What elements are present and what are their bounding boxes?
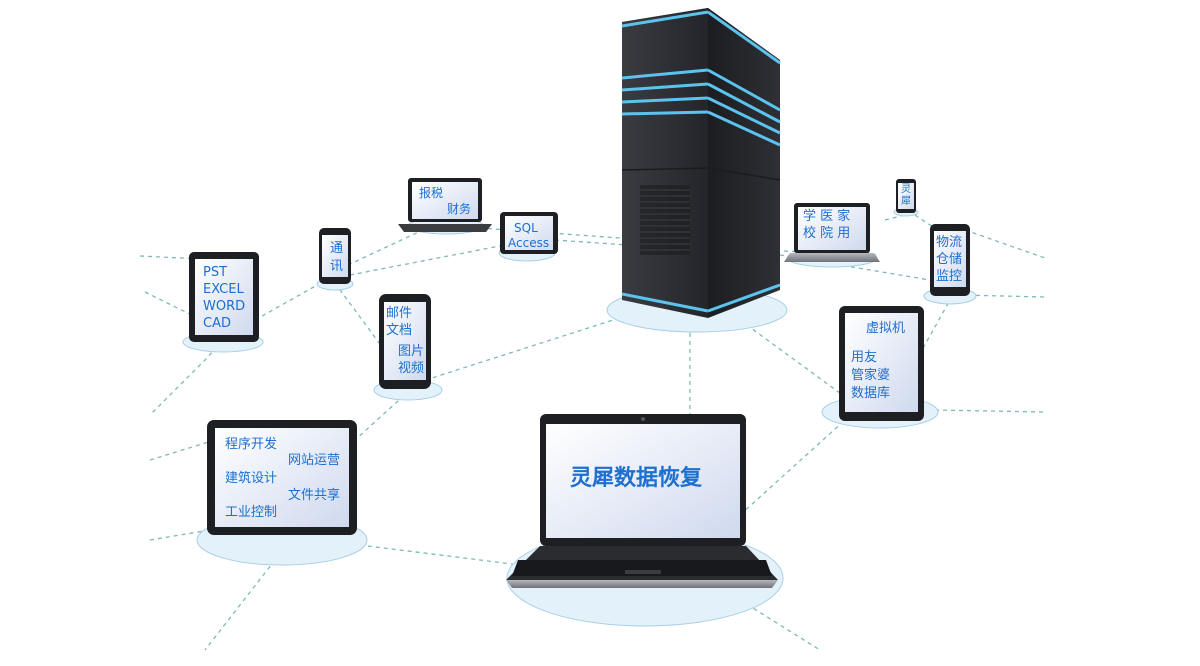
label-dev-2: 网站运营 bbox=[288, 453, 341, 468]
label-comm-1: 通 bbox=[330, 241, 344, 256]
mail-phone bbox=[379, 294, 431, 389]
label-dev-1: 程序开发 bbox=[225, 437, 278, 452]
connection-line bbox=[144, 291, 223, 331]
label-video: 视频 bbox=[398, 361, 425, 376]
connection-line bbox=[739, 419, 846, 516]
connection-line bbox=[959, 294, 1046, 298]
connection-line bbox=[347, 221, 441, 266]
label-logistics-3: 监控 bbox=[936, 269, 963, 284]
connection-line bbox=[349, 244, 506, 276]
vm-tablet bbox=[839, 306, 924, 421]
label-logistics-2: 仓储 bbox=[936, 252, 963, 267]
connection-line bbox=[149, 439, 216, 461]
label-vm-3: 管家婆 bbox=[851, 368, 891, 383]
label-cad: CAD bbox=[203, 316, 231, 331]
connection-line bbox=[149, 529, 211, 541]
label-sql: SQL bbox=[514, 221, 538, 235]
main-laptop bbox=[506, 414, 778, 588]
sql-tablet bbox=[500, 212, 558, 254]
label-logistics-1: 物流 bbox=[936, 235, 963, 250]
label-edu-1: 学 医 家 bbox=[803, 209, 851, 224]
connection-line bbox=[934, 409, 1046, 413]
label-tax-2: 财务 bbox=[447, 202, 472, 216]
connection-line bbox=[964, 229, 1046, 259]
connection-line bbox=[139, 255, 224, 261]
label-mail: 邮件 bbox=[386, 306, 413, 321]
server-tower bbox=[621, 8, 781, 318]
label-dev-5: 工业控制 bbox=[225, 505, 278, 520]
connection-line bbox=[359, 544, 521, 566]
edu-laptop bbox=[784, 203, 880, 262]
label-comm-2: 讯 bbox=[330, 259, 344, 274]
label-word: WORD bbox=[203, 299, 246, 314]
logistics-phone bbox=[930, 224, 970, 296]
label-access: Access bbox=[508, 236, 550, 250]
tax-laptop bbox=[398, 178, 492, 232]
label-small-2: 犀 bbox=[901, 196, 911, 207]
small-phone bbox=[896, 179, 916, 213]
label-image: 图片 bbox=[398, 344, 425, 359]
label-vm-4: 数据库 bbox=[851, 386, 891, 401]
comm-phone bbox=[319, 228, 351, 284]
label-small-1: 灵 bbox=[901, 184, 911, 195]
label-vm-1: 虚拟机 bbox=[866, 321, 906, 336]
connection-line bbox=[204, 559, 276, 651]
connection-line bbox=[739, 319, 871, 416]
label-dev-3: 建筑设计 bbox=[225, 471, 278, 486]
dev-tablet bbox=[207, 420, 357, 535]
label-pst: PST bbox=[203, 265, 228, 280]
label-dev-4: 文件共享 bbox=[288, 488, 341, 503]
label-vm-2: 用友 bbox=[851, 350, 878, 365]
main-laptop-title: 灵犀数据恢复 bbox=[570, 466, 703, 491]
label-excel: EXCEL bbox=[203, 282, 244, 297]
label-edu-2: 校 院 用 bbox=[803, 226, 851, 241]
pst-tablet bbox=[189, 252, 259, 342]
label-tax-1: 报税 bbox=[419, 186, 444, 200]
label-doc: 文档 bbox=[386, 323, 413, 338]
